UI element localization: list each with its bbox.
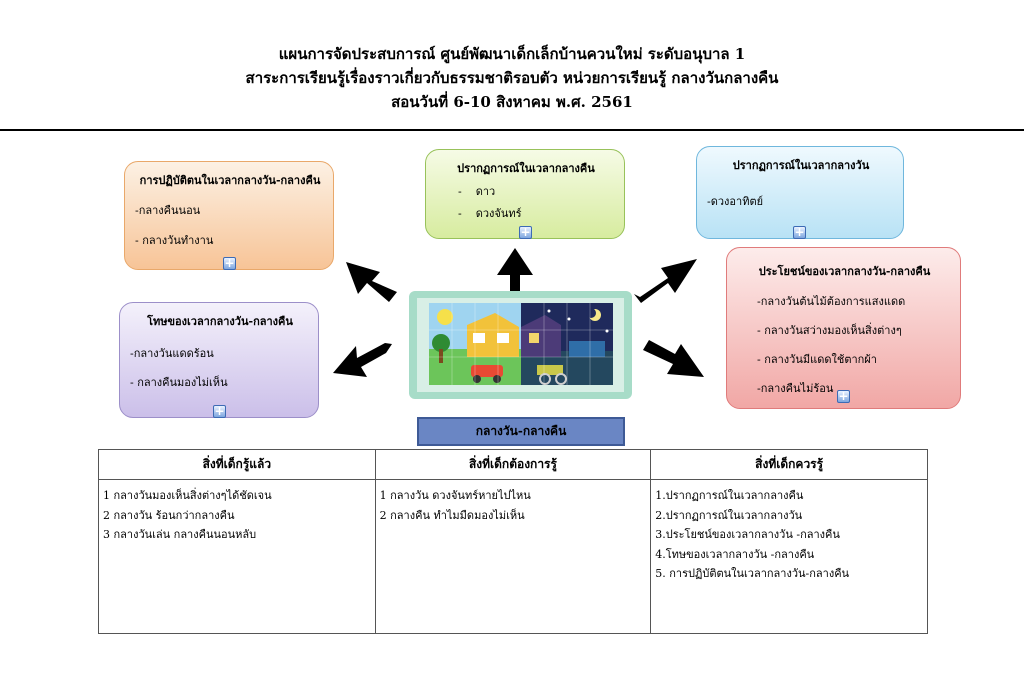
list-item: 1.ปรากฏการณ์ในเวลากลางคืน [655,486,923,506]
arrow-up-right-icon [634,259,697,303]
day-night-puzzle-image [409,291,632,399]
list-item: 3 กลางวันเล่น กลางคืนนอนหลับ [103,525,371,545]
list-item: 1 กลางวันมองเห็นสิ่งต่างๆได้ชัดเจน [103,486,371,506]
list-item: 2.ปรากฏการณ์ในเวลากลางวัน [655,506,923,526]
header-should-know: สิ่งที่เด็กควรรู้ [651,450,928,480]
list-item: 2 กลางวัน ร้อนกว่ากลางคืน [103,506,371,526]
list-item: 2 กลางคืน ทำไมมืดมองไม่เห็น [380,506,647,526]
table-row: 1 กลางวันมองเห็นสิ่งต่างๆได้ชัดเจน 2 กลา… [99,480,928,634]
list-item: 1 กลางวัน ดวงจันทร์หายไปไหน [380,486,647,506]
list-item: 4.โทษของเวลากลางวัน -กลางคืน [655,545,923,565]
arrow-up-left-icon [346,262,397,302]
should-cell: 1.ปรากฏการณ์ในเวลากลางคืน 2.ปรากฏการณ์ใน… [651,480,928,634]
arrow-down-left-icon [333,343,392,377]
header-known: สิ่งที่เด็กรู้แล้ว [99,450,376,480]
arrow-up-icon [497,248,533,291]
arrow-down-right-icon [643,340,704,377]
known-cell: 1 กลางวันมองเห็นสิ่งต่างๆได้ชัดเจน 2 กลา… [99,480,376,634]
list-item: 3.ประโยชน์ของเวลากลางวัน -กลางคืน [655,525,923,545]
header-want-to-know: สิ่งที่เด็กต้องการรู้ [375,450,651,480]
topic-label: กลางวัน-กลางคืน [417,417,625,446]
table-header-row: สิ่งที่เด็กรู้แล้ว สิ่งที่เด็กต้องการรู้… [99,450,928,480]
want-cell: 1 กลางวัน ดวงจันทร์หายไปไหน 2 กลางคืน ทำ… [375,480,651,634]
kwl-table: สิ่งที่เด็กรู้แล้ว สิ่งที่เด็กต้องการรู้… [98,449,928,634]
list-item: 5. การปฏิบัติตนในเวลากลางวัน-กลางคืน [655,564,923,584]
